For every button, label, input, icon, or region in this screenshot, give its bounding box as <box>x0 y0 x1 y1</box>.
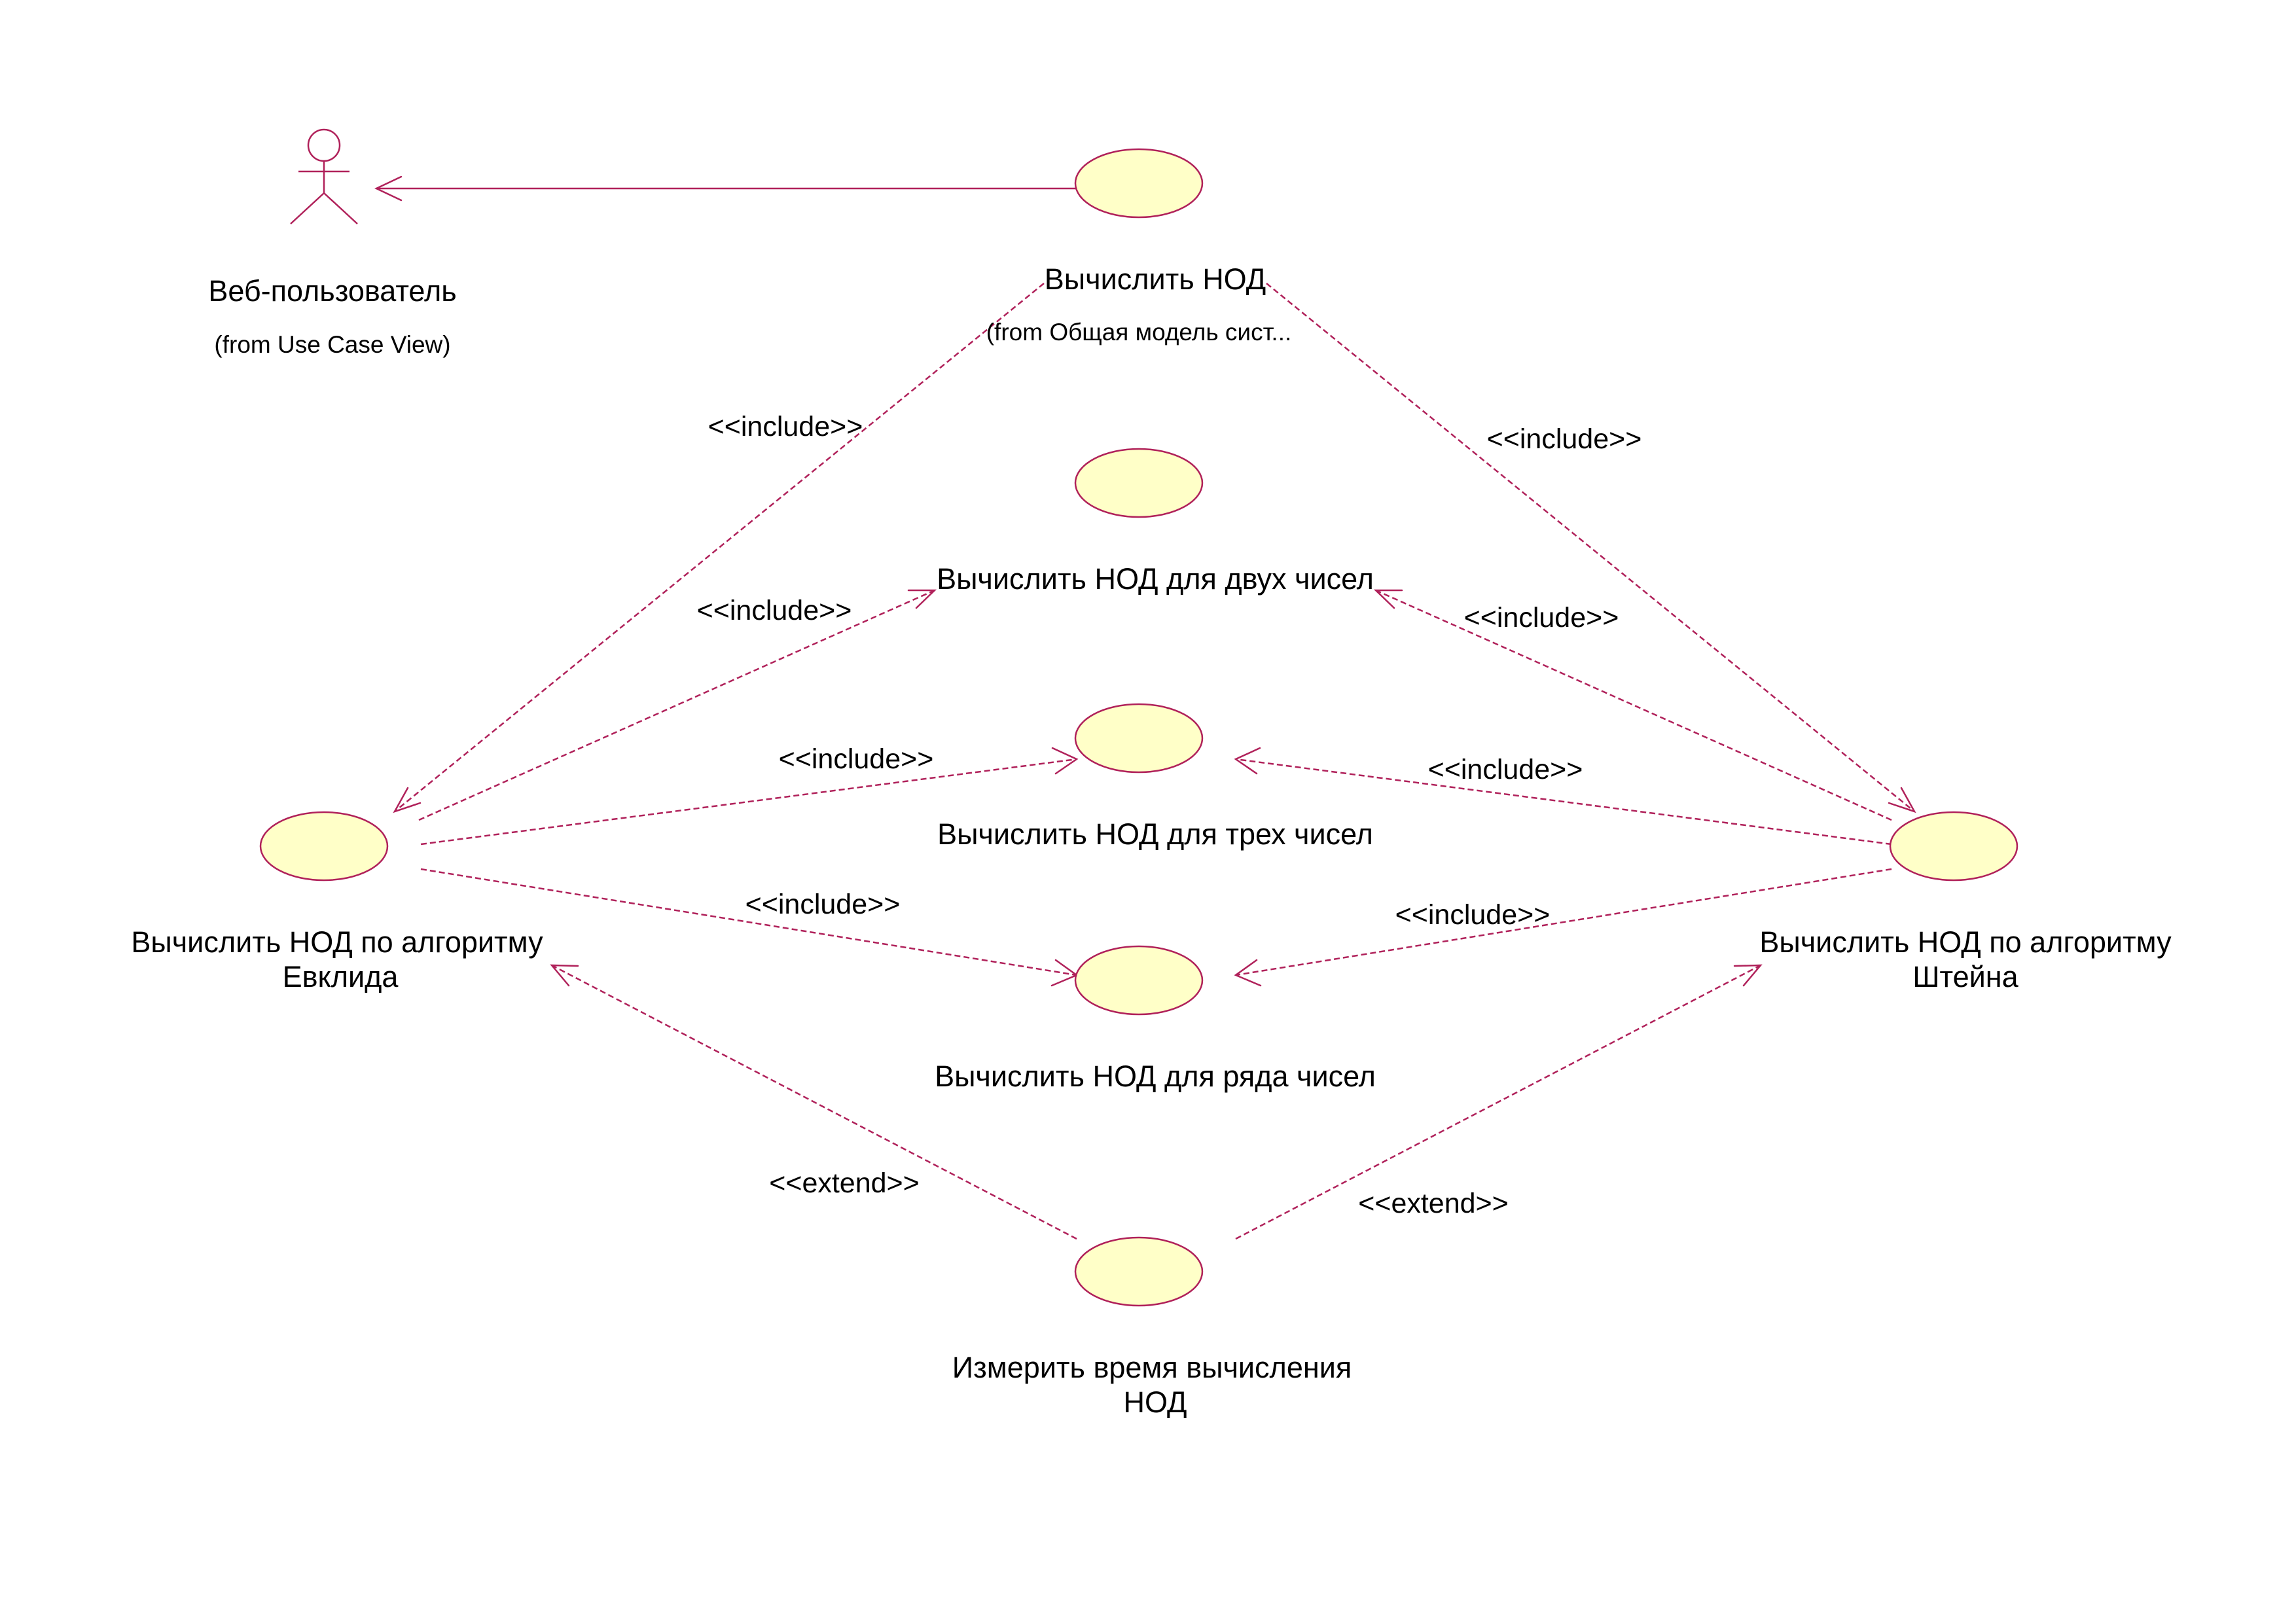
stereotype-include-label: <<include>> <box>708 411 863 442</box>
usecase-ellipse <box>1074 448 1204 518</box>
extend-edge-measure-stein[interactable] <box>1235 964 1763 1240</box>
usecase-ellipse <box>1074 1236 1204 1307</box>
stereotype-extend-label: <<extend>> <box>1358 1188 1509 1219</box>
stereotype-include-label: <<include>> <box>1428 754 1583 785</box>
stereotype-include-label: <<include>> <box>1395 899 1551 931</box>
usecase-ellipse <box>259 811 389 882</box>
include-edge-euclid-two[interactable] <box>418 589 937 821</box>
include-edge-euclid-three[interactable] <box>420 747 1079 846</box>
association-gcd-actor[interactable] <box>374 175 1077 202</box>
usecase-gcd-series[interactable]: Вычислить НОД для ряда чисел <box>935 945 1376 1093</box>
stereotype-include-label: <<include>> <box>745 889 901 920</box>
include-edge-stein-series[interactable] <box>1234 868 1892 987</box>
usecase-measure-label-line1: Измерить время вычисления <box>952 1351 1352 1384</box>
usecase-gcd-series-label: Вычислить НОД для ряда чисел <box>935 1060 1376 1093</box>
usecase-gcd-three-numbers[interactable]: Вычислить НОД для трех чисел <box>937 703 1373 851</box>
include-edge-stein-two[interactable] <box>1373 589 1892 821</box>
usecase-stein-label-line1: Вычислить НОД по алгоритму <box>1759 925 2172 959</box>
usecase-gcd-euclid[interactable]: Вычислить НОД по алгоритму Евклида <box>131 811 543 993</box>
usecase-euclid-label-line2: Евклида <box>283 960 399 993</box>
stereotype-include-label: <<include>> <box>779 743 934 775</box>
usecase-stein-label-line2: Штейна <box>1912 960 2018 993</box>
actor-from-note: (from Use Case View) <box>214 331 450 358</box>
actor-web-user[interactable]: Веб-пользователь (from Use Case View) <box>208 128 457 358</box>
include-edge-stein-gcd[interactable] <box>1266 283 1916 813</box>
stereotype-extend-label: <<extend>> <box>769 1168 920 1199</box>
usecase-euclid-label-line1: Вычислить НОД по алгоритму <box>131 925 543 959</box>
usecase-ellipse <box>1074 945 1204 1016</box>
usecase-measure-time[interactable]: Измерить время вычисления НОД <box>952 1236 1352 1419</box>
usecase-gcd-two-label: Вычислить НОД для двух чисел <box>937 562 1374 596</box>
usecase-gcd-two-numbers[interactable]: Вычислить НОД для двух чисел <box>937 448 1374 596</box>
stereotype-include-label: <<include>> <box>1487 423 1642 455</box>
usecase-gcd-stein[interactable]: Вычислить НОД по алгоритму Штейна <box>1759 811 2172 993</box>
usecase-gcd-three-label: Вычислить НОД для трех чисел <box>937 817 1373 851</box>
actor-figure-icon <box>290 128 358 224</box>
actor-name: Веб-пользователь <box>208 274 456 308</box>
usecase-gcd-from-note: (from Общая модель сист... <box>986 319 1292 346</box>
extend-edge-measure-euclid[interactable] <box>550 964 1077 1240</box>
usecase-ellipse <box>1074 148 1204 219</box>
usecase-gcd[interactable]: Вычислить НОД (from Общая модель сист... <box>986 148 1292 346</box>
usecase-ellipse <box>1889 811 2018 882</box>
usecase-measure-label-line2: НОД <box>1124 1385 1187 1419</box>
stereotype-include-label: <<include>> <box>1464 602 1619 633</box>
usecase-gcd-label: Вычислить НОД <box>1045 262 1266 296</box>
usecase-ellipse <box>1074 703 1204 774</box>
include-edge-euclid-gcd[interactable] <box>393 283 1045 813</box>
stereotype-include-label: <<include>> <box>697 595 852 626</box>
include-edge-stein-three[interactable] <box>1234 747 1892 846</box>
